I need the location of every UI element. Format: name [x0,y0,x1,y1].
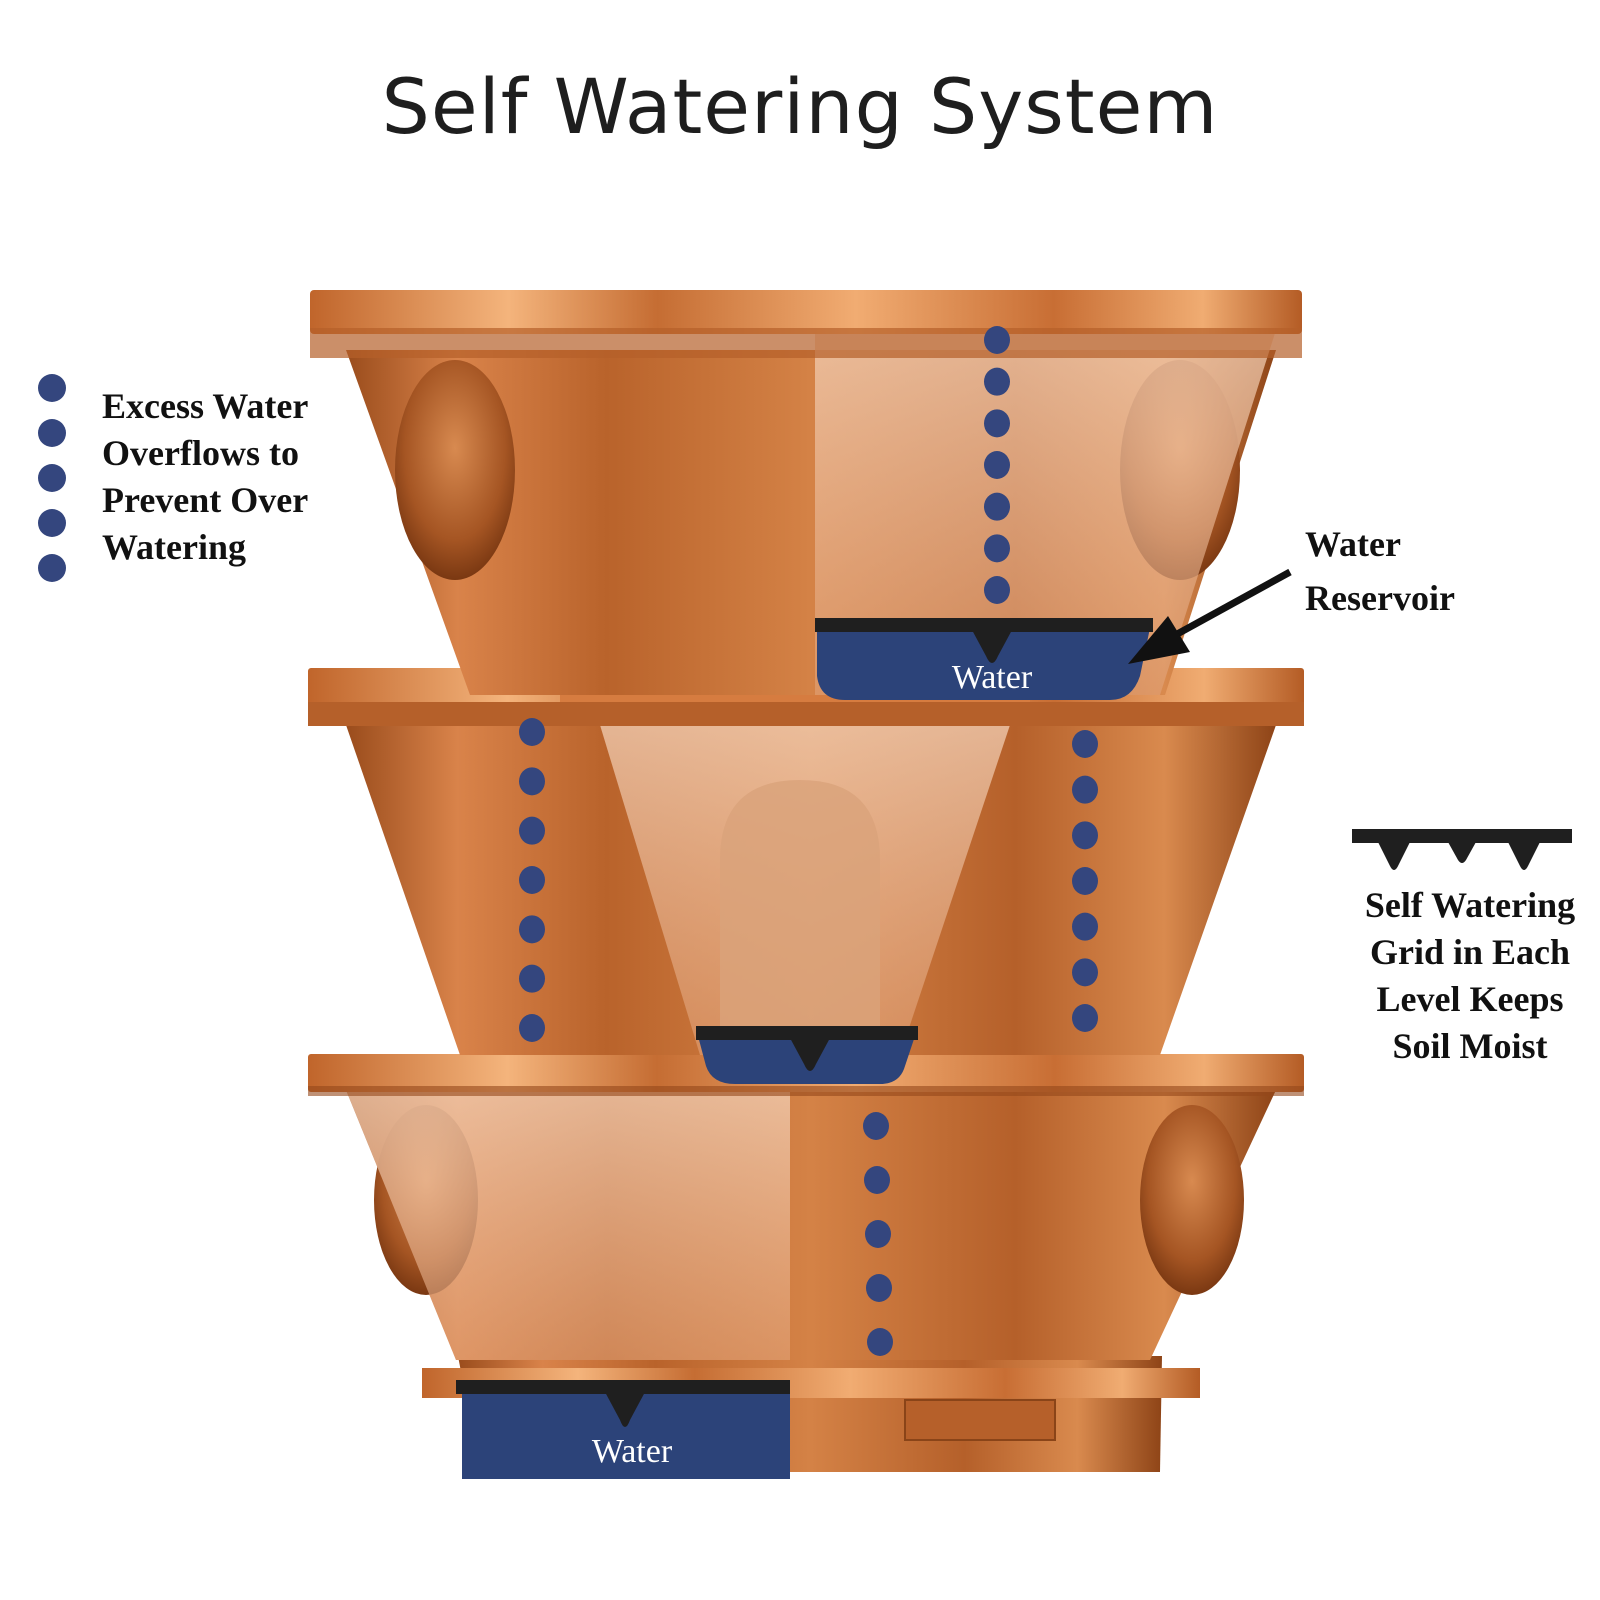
reservoir-callout: Water Reservoir [1305,517,1455,625]
water-droplet [866,1274,892,1302]
top-water-label: Water [952,659,1033,696]
overflow-line-4: Watering [102,527,246,567]
water-droplet [1072,775,1098,804]
arrow-head [1128,616,1190,664]
water-droplet [519,767,545,796]
water-droplet [1072,912,1098,941]
water-droplet [984,534,1010,563]
legend-droplet [38,509,66,537]
water-droplet [867,1328,893,1356]
overflow-line-2: Overflows to [102,433,299,473]
droplet-trails [519,326,1098,1356]
water-droplet [519,866,545,894]
water-droplet [984,492,1010,521]
grid-callout: Self Watering Grid in Each Level Keeps S… [1300,882,1600,1070]
saucer-notch [904,1399,1056,1441]
overflow-line-3: Prevent Over [102,480,309,520]
water-droplet [519,964,545,993]
legend-droplet [38,554,66,582]
top-watering-grid [815,618,1153,632]
middle-grid-wick [790,1038,830,1071]
top-water-reservoir [817,628,1150,700]
bottom-pot-pocket-right [1140,1105,1244,1295]
top-grid-wick [972,630,1012,663]
top-rim-band [310,328,1302,358]
overflow-line-1: Excess Water [102,386,309,426]
grid-legend-icon [1352,829,1572,870]
bottom-rim-shadow [308,1086,1304,1096]
legend-droplets [38,374,66,582]
water-droplet [1072,958,1098,987]
reservoir-line-1: Water [1305,524,1401,564]
bottom-tier: Water [308,1054,1304,1479]
overflow-callout: Excess Water Overflows to Prevent Over W… [102,383,308,571]
water-droplet [984,451,1010,479]
grid-icon-wick-2 [1448,842,1476,863]
water-droplet [1072,867,1098,895]
water-droplet [865,1220,891,1248]
grid-line-1: Self Watering [1364,885,1576,925]
middle-tier [308,668,1304,1084]
grid-line-3: Level Keeps [1376,979,1564,1019]
grid-line-4: Soil Moist [1392,1026,1548,1066]
grid-icon-wick-1 [1378,842,1410,870]
water-droplet [864,1166,890,1194]
middle-watering-grid [696,1026,918,1040]
water-droplet [519,915,545,944]
water-droplet [1072,1004,1098,1032]
bottom-grid-wick [605,1392,645,1427]
middle-pot-pocket [720,780,880,1040]
top-pot-rim [310,290,1302,334]
water-droplet [984,576,1010,604]
legend-droplet [38,464,66,492]
legend-droplet [38,419,66,447]
reservoir-arrow [1128,568,1292,664]
grid-line-2: Grid in Each [1369,932,1571,972]
bottom-cutaway [346,1090,790,1360]
top-tier: Water [310,290,1302,700]
top-pot-pocket-left [395,360,515,580]
bottom-water-label: Water [592,1433,673,1470]
reservoir-line-2: Reservoir [1305,578,1455,618]
water-droplet [519,816,545,845]
water-droplet [1072,821,1098,850]
bottom-watering-grid [456,1380,790,1394]
grid-icon-bar [1352,829,1572,843]
grid-icon-wick-3 [1508,842,1540,870]
legend-droplet [38,374,66,402]
water-droplet [984,409,1010,438]
top-cutaway [815,330,1276,695]
water-droplet [984,326,1010,354]
water-droplet [863,1112,889,1140]
arrow-shaft [1168,568,1292,642]
middle-rim-band [308,702,1304,726]
water-droplet [1072,730,1098,758]
diagram-title: Self Watering System [381,62,1219,151]
water-droplet [984,367,1010,396]
water-droplet [519,1014,545,1042]
water-droplet [519,718,545,746]
